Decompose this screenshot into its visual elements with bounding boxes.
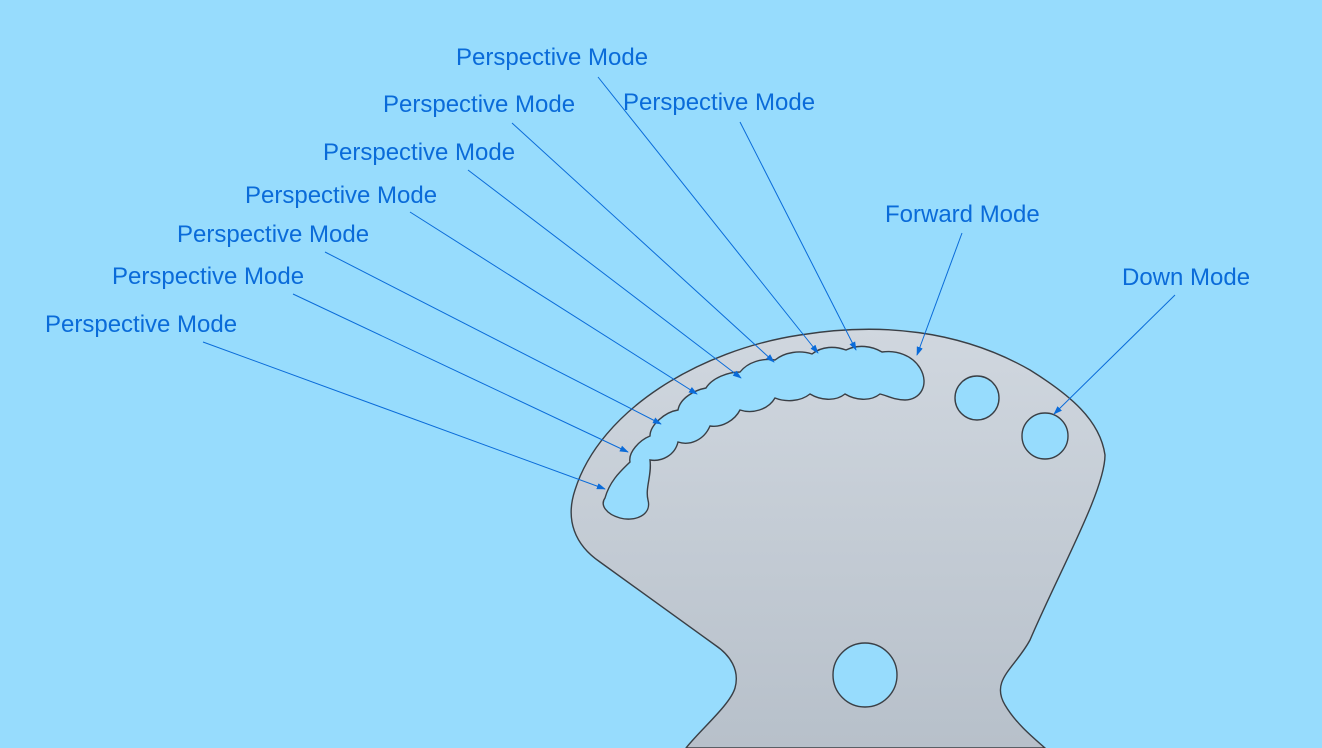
callout-label-perspective-7: Perspective Mode: [456, 44, 648, 71]
leader-line-down: [1053, 294, 1176, 415]
selector-plate: [570, 328, 1106, 748]
leader-line-perspective-4: [409, 211, 698, 395]
callout-label-perspective-1: Perspective Mode: [45, 311, 237, 338]
leader-line-perspective-3: [324, 251, 662, 425]
leader-line-perspective-2: [292, 293, 629, 453]
leader-line-perspective-6: [511, 122, 775, 363]
callout-label-forward: Forward Mode: [885, 201, 1040, 228]
callout-label-perspective-8: Perspective Mode: [623, 89, 815, 116]
callout-label-down: Down Mode: [1122, 264, 1250, 291]
callout-label-perspective-2: Perspective Mode: [112, 263, 304, 290]
callout-label-perspective-4: Perspective Mode: [245, 182, 437, 209]
callout-label-perspective-6: Perspective Mode: [383, 91, 575, 118]
leader-line-perspective-5: [467, 169, 742, 379]
leader-line-perspective-1: [202, 341, 606, 490]
leader-line-perspective-7: [597, 76, 819, 354]
callout-label-perspective-3: Perspective Mode: [177, 221, 369, 248]
callout-label-perspective-5: Perspective Mode: [323, 139, 515, 166]
leader-line-forward: [916, 232, 963, 356]
leader-line-perspective-8: [739, 121, 857, 351]
